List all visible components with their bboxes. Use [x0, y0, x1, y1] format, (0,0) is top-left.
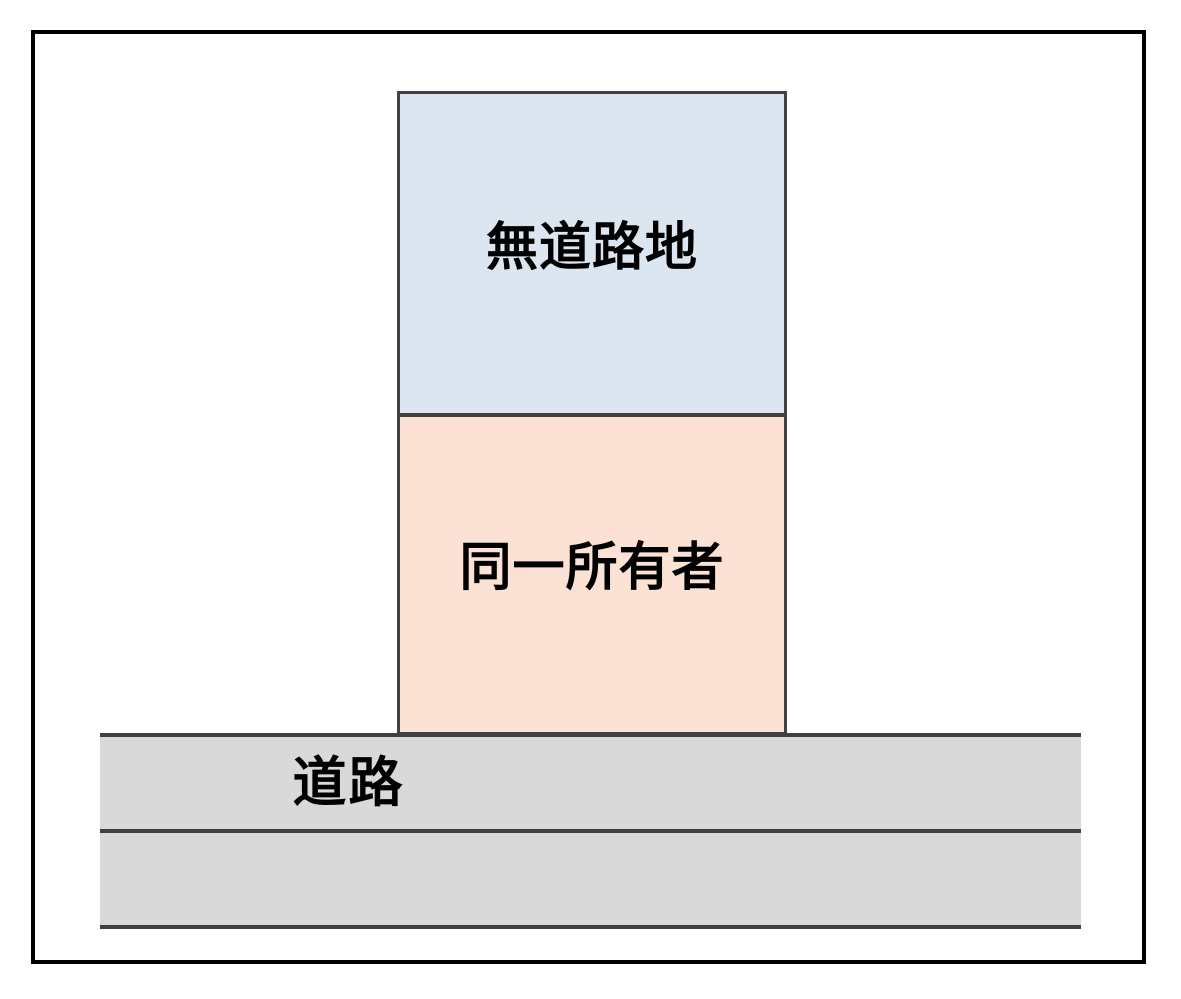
road-band: 道路	[100, 733, 1081, 929]
same-owner-parcel: 同一所有者	[397, 414, 787, 735]
road-edge-line-bottom	[100, 925, 1081, 929]
diagram-outer-frame	[31, 30, 1146, 964]
landlocked-parcel: 無道路地	[397, 91, 787, 416]
road-label: 道路	[292, 753, 405, 813]
road-edge-line-top	[100, 733, 1081, 737]
same-owner-parcel-label: 同一所有者	[459, 538, 725, 597]
landlocked-parcel-label: 無道路地	[485, 218, 698, 277]
road-center-line	[100, 829, 1081, 833]
